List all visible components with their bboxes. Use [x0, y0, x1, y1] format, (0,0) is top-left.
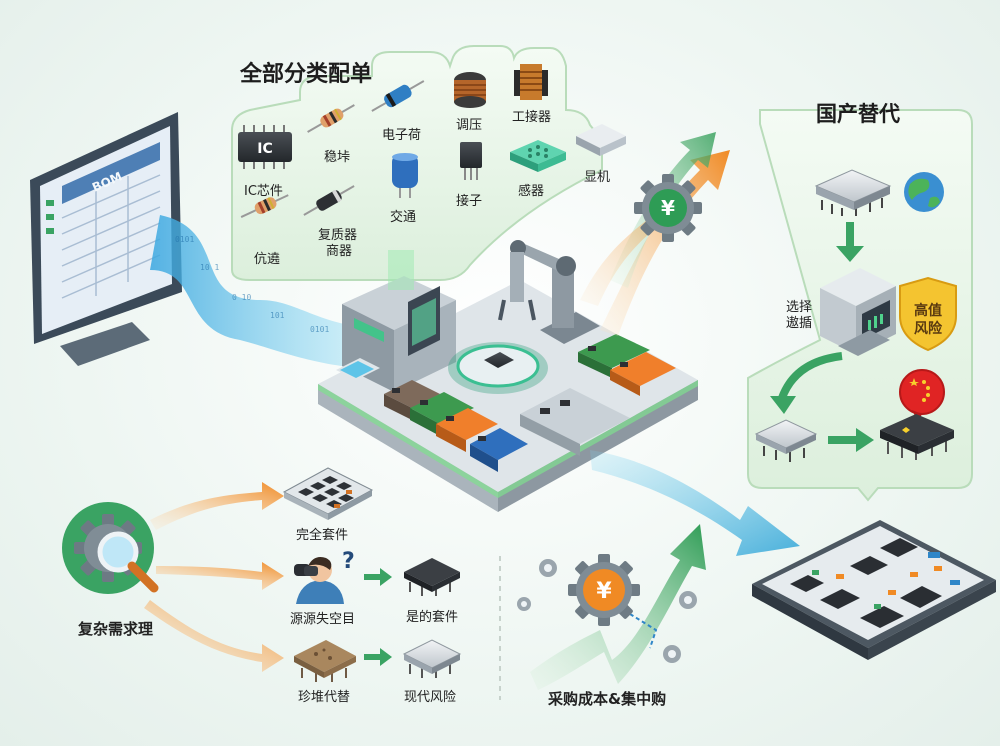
item-label-4: 复质器 — [318, 228, 358, 243]
monitor-icon — [30, 112, 182, 366]
item-label-ic: IC芯件 — [244, 184, 283, 199]
complete-kit-label: 完全套件 — [296, 528, 349, 543]
chip-icon — [814, 169, 892, 216]
modern-risk-label: 现代风险 — [404, 690, 457, 705]
obsolete-chip-icon — [294, 640, 356, 682]
resistor-icon — [307, 104, 355, 133]
select-label-2: 遨揗 — [786, 316, 813, 331]
category-panel-title: 全部分类配单 — [240, 62, 373, 87]
down-arrow — [836, 222, 864, 262]
domestic-chip-icon — [880, 414, 954, 460]
svg-text:?: ? — [342, 549, 355, 574]
complete-kit-icon — [282, 467, 374, 520]
svg-text:10 1: 10 1 — [200, 263, 219, 272]
svg-text:IC: IC — [257, 141, 272, 157]
shield-icon — [899, 276, 957, 352]
diode-icon — [303, 185, 355, 216]
factory-platform — [318, 240, 698, 512]
transformer-icon — [514, 64, 548, 100]
inductor-icon — [454, 72, 486, 108]
svg-text:¥: ¥ — [661, 196, 675, 220]
sensor-module-icon — [510, 140, 566, 172]
select-label-1: 选择 — [786, 300, 813, 315]
item-label-10: 工接器 — [512, 110, 552, 125]
item-label-9: 接子 — [456, 194, 483, 209]
chip-icon — [402, 639, 462, 678]
transistor-icon — [460, 142, 482, 180]
svg-text:¥: ¥ — [596, 579, 612, 604]
svg-text:101: 101 — [270, 311, 285, 320]
badge-line-1: 高值 — [914, 303, 942, 319]
lost-source-label: 源源失空目 — [290, 612, 356, 627]
component-bins — [384, 334, 676, 472]
yuan-gear-icon: ¥ — [568, 554, 640, 626]
item-label-3: 伉遶 — [254, 252, 281, 267]
right-arrow — [828, 428, 874, 452]
magnifier-gear-icon — [62, 502, 159, 594]
item-label-6: 电子荷 — [382, 128, 422, 143]
domestic-panel-title: 国产替代 — [816, 102, 900, 126]
binoculars-icon: ? — [294, 549, 355, 604]
curved-arrow — [770, 352, 843, 414]
procurement-graphic — [517, 524, 706, 690]
kit-label: 是的套件 — [406, 610, 459, 625]
item-label-5: 商器 — [326, 244, 353, 259]
capacitor-icon — [392, 153, 418, 198]
item-label-8: 调压 — [456, 118, 483, 133]
item-label-2: 稳垰 — [324, 150, 351, 165]
robot-arm-icon — [498, 240, 600, 344]
item-label-11: 感器 — [518, 184, 545, 199]
complex-demand-title: 复杂需求理 — [78, 620, 154, 638]
small-arrow — [364, 568, 392, 666]
selection-terminal-icon — [820, 268, 896, 356]
ic-chip-icon: IC — [238, 125, 292, 169]
item-label-12: 显机 — [584, 170, 611, 185]
branch-arrows — [144, 482, 284, 672]
yuan-gear-icon: ¥ — [634, 174, 702, 242]
svg-text:0101: 0101 — [310, 325, 329, 334]
resistor-icon — [240, 194, 289, 218]
output-stream — [590, 450, 800, 556]
svg-text:0 10: 0 10 — [232, 293, 251, 302]
svg-text:0101: 0101 — [175, 235, 194, 244]
diode-icon — [371, 80, 425, 112]
item-label-7: 交通 — [390, 210, 417, 225]
badge-line-2: 风险 — [914, 321, 942, 337]
pcb-board-icon — [752, 520, 996, 660]
globe-icon — [904, 172, 944, 212]
procurement-title: 采购成本&集中购 — [548, 690, 667, 708]
replacement-label: 珍堆代替 — [298, 690, 351, 705]
chip-icon — [404, 558, 460, 596]
chip-icon — [754, 419, 818, 462]
crystal-icon — [576, 124, 626, 156]
